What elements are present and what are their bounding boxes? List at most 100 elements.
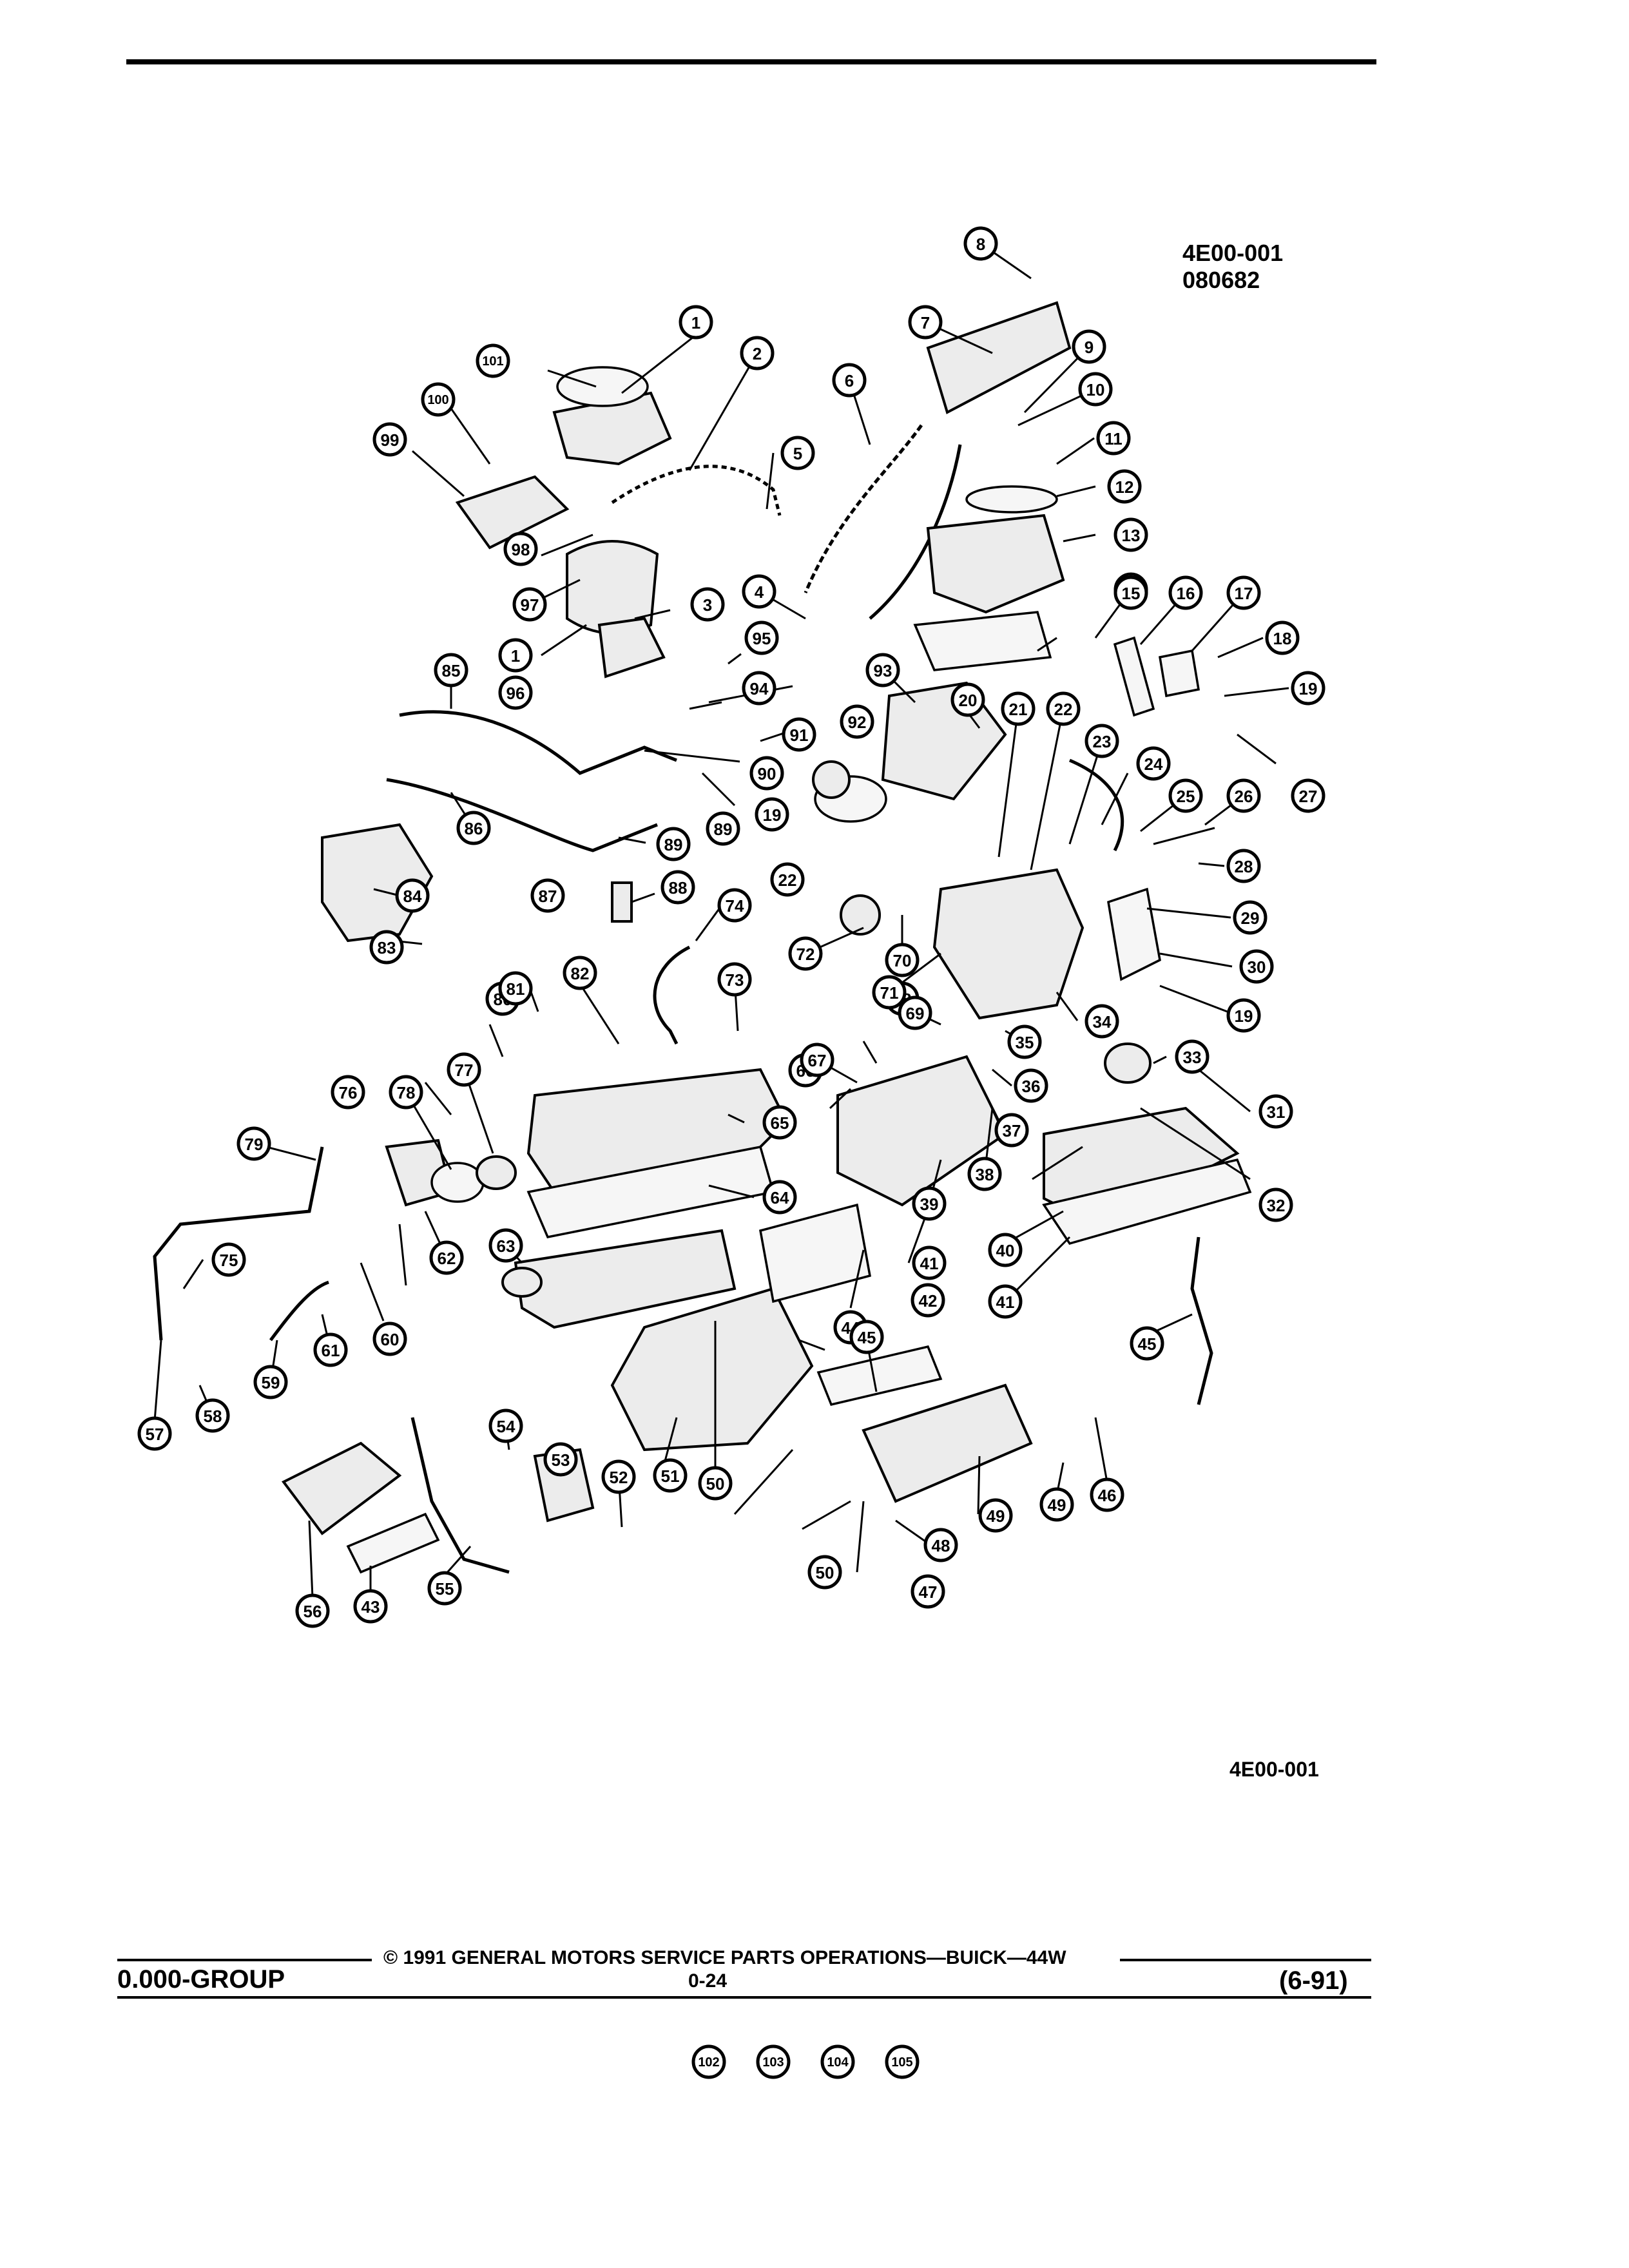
callout-circle [740,336,775,370]
callout-number: 27 [1299,787,1318,806]
head-gasket-part [758,1203,872,1303]
callout-number: 90 [758,764,776,783]
callout-circle [717,962,752,997]
callout-36: 36 [1014,1068,1048,1103]
figure-code-block: 4E00-001 080682 [1182,240,1283,294]
figure-code: 4E00-001 [1182,240,1284,266]
callout-number: 30 [1248,957,1266,977]
callout-number: 83 [378,938,396,957]
callout-circle [1291,671,1325,706]
callout-circle [872,975,907,1010]
callout-circle [434,653,468,687]
callout-103: 103 [756,2044,791,2079]
callout-circle [967,1157,1002,1191]
callout-19: 19 [1226,998,1261,1033]
callout-circle [331,1075,365,1110]
callout-71: 71 [872,975,907,1010]
callout-number: 11 [1104,429,1123,448]
callout-83: 83 [369,930,404,965]
callout-circle [963,226,998,261]
callout-79: 79 [236,1126,271,1161]
callout-23: 23 [1084,724,1119,758]
callout-28: 28 [1226,849,1261,883]
callout-circle [994,1113,1029,1148]
callout-circle [353,1589,388,1624]
callout-number: 16 [1177,584,1195,603]
callout-circle [865,653,900,687]
callout-number: 8 [976,235,985,254]
callout-circle [1078,372,1113,407]
callout-number: 69 [906,1004,925,1023]
callout-number: 13 [1122,526,1141,545]
callout-circle [1168,575,1203,610]
callout-22: 22 [1046,691,1081,726]
callout-number: 93 [874,661,892,680]
pipe-48 [1190,1236,1213,1405]
callout-number: 34 [1093,1012,1112,1032]
footer-underline [117,1996,1371,1999]
callout-number: 53 [552,1450,570,1470]
lower-intake-part [514,1229,737,1329]
callout-circle [1136,746,1171,781]
callout-circle [512,587,547,622]
callout-circle [749,756,784,791]
callout-number: 94 [750,679,769,698]
callout-104: 104 [820,2044,855,2079]
callout-circle [691,2044,726,2079]
callout-circle [372,1321,407,1356]
callout-number: 92 [848,713,867,732]
callout-circle [369,930,404,965]
callout-9: 9 [1072,329,1106,364]
callout-12: 12 [1107,469,1142,504]
callout-number: 61 [322,1341,340,1360]
ring-94-part [812,760,851,799]
callout-number: 4 [755,582,764,602]
callout-circle [1001,691,1036,726]
callout-63: 63 [488,1228,523,1263]
callout-number: 1 [691,313,700,332]
callout-circle [653,1458,688,1493]
callout-circle [660,870,695,905]
callout-circle [717,888,752,923]
spark-plug-wires-upper [399,710,677,775]
callout-circle [1107,469,1142,504]
callout-circle [1226,778,1261,813]
exhaust-manifold-left-part [281,1441,402,1535]
air-cleaner-lid [556,366,649,407]
callout-99: 99 [372,422,407,457]
callout-circle [744,620,779,655]
callout-89: 89 [706,811,740,846]
callout-51: 51 [653,1458,688,1493]
callout-circle [762,1105,797,1140]
callout-number: 71 [880,983,899,1003]
callout-69: 69 [898,995,932,1030]
callout-circle [800,1043,834,1077]
callout-circle [421,382,456,417]
callout-number: 85 [442,661,461,680]
callout-number: 56 [304,1602,322,1621]
callout-number: 105 [891,2055,912,2070]
gasket-14-part [913,611,1052,671]
callout-number: 52 [610,1468,628,1487]
sensor-34-part [1104,1043,1152,1084]
callout-circle [807,1555,842,1590]
callout-65: 65 [762,1105,797,1140]
callout-10: 10 [1078,372,1113,407]
callout-circle [780,436,815,470]
callout-circle [885,2044,920,2079]
leader-lines [153,242,1289,1599]
callout-circle [742,574,776,609]
callout-number: 62 [438,1249,456,1268]
callout-33: 33 [1175,1039,1210,1074]
callout-number: 43 [361,1597,380,1617]
top-rule [126,59,1376,64]
callout-circle [755,797,789,832]
callout-circle [782,717,816,752]
callout-20: 20 [950,682,985,717]
gasket-12-part [965,485,1058,514]
callout-number: 17 [1235,584,1253,603]
callout-circle [988,1284,1023,1319]
callout-circle [1130,1326,1164,1361]
callout-number: 22 [778,870,797,890]
